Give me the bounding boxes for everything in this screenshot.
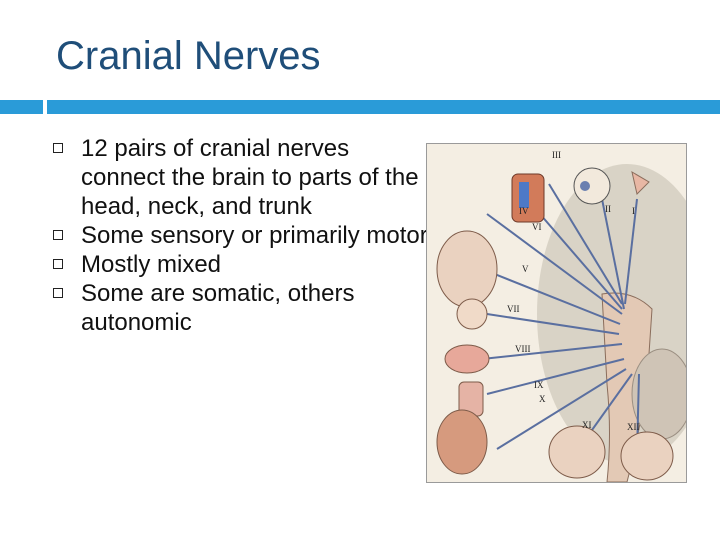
neck-illustration [548, 425, 606, 479]
square-bullet-icon [53, 288, 63, 298]
square-bullet-icon [53, 259, 63, 269]
cranial-nerves-illustration: III IV II I VI V VII VIII IX X XI XII [426, 143, 687, 483]
bullet-text: Some are somatic, others autonomic [81, 280, 355, 336]
nerve-label: XI [582, 420, 592, 430]
nerve-label: V [522, 264, 529, 274]
nerve-label: IV [519, 206, 529, 216]
nerve-label: III [552, 150, 561, 160]
nose-illustration [631, 170, 650, 195]
bullet-item: Some are somatic, others autonomic [52, 279, 432, 337]
nerve-label: II [605, 204, 611, 214]
bullet-list: 12 pairs of cranial nerves connect the b… [52, 134, 432, 337]
nerve-label: IX [534, 380, 544, 390]
mouth-illustration [444, 344, 490, 374]
eye-muscles-detail [519, 182, 529, 208]
bullet-item: Mostly mixed [52, 250, 432, 279]
viscera-illustration [436, 409, 488, 475]
eye-illustration [573, 167, 611, 205]
bullet-item: 12 pairs of cranial nerves connect the b… [52, 134, 432, 221]
eye-iris [580, 181, 590, 191]
square-bullet-icon [53, 230, 63, 240]
nerve-label: VIII [515, 344, 531, 354]
cerebellum [631, 348, 686, 440]
square-bullet-icon [53, 143, 63, 153]
bullet-text: Mostly mixed [81, 251, 222, 278]
nerve-label: VI [532, 222, 542, 232]
nerve-label: I [632, 206, 635, 216]
accent-bar-right [47, 100, 720, 114]
face-illustration [436, 230, 498, 308]
nerve-label: VII [507, 304, 520, 314]
accent-bar-left [0, 100, 43, 114]
bullet-text: 12 pairs of cranial nerves connect the b… [81, 135, 419, 220]
bullet-text: Some sensory or primarily motor [81, 222, 428, 249]
nerve-label: XII [627, 422, 640, 432]
slide-title: Cranial Nerves [56, 34, 321, 78]
nerve-label: X [539, 394, 546, 404]
cranial-nerves-diagram: III IV II I VI V VII VIII IX X XI XII [436, 150, 686, 482]
ear-illustration [456, 298, 488, 330]
bullet-item: Some sensory or primarily motor [52, 221, 432, 250]
tongue-head-illustration [620, 431, 674, 481]
nerve-lines [481, 183, 640, 455]
